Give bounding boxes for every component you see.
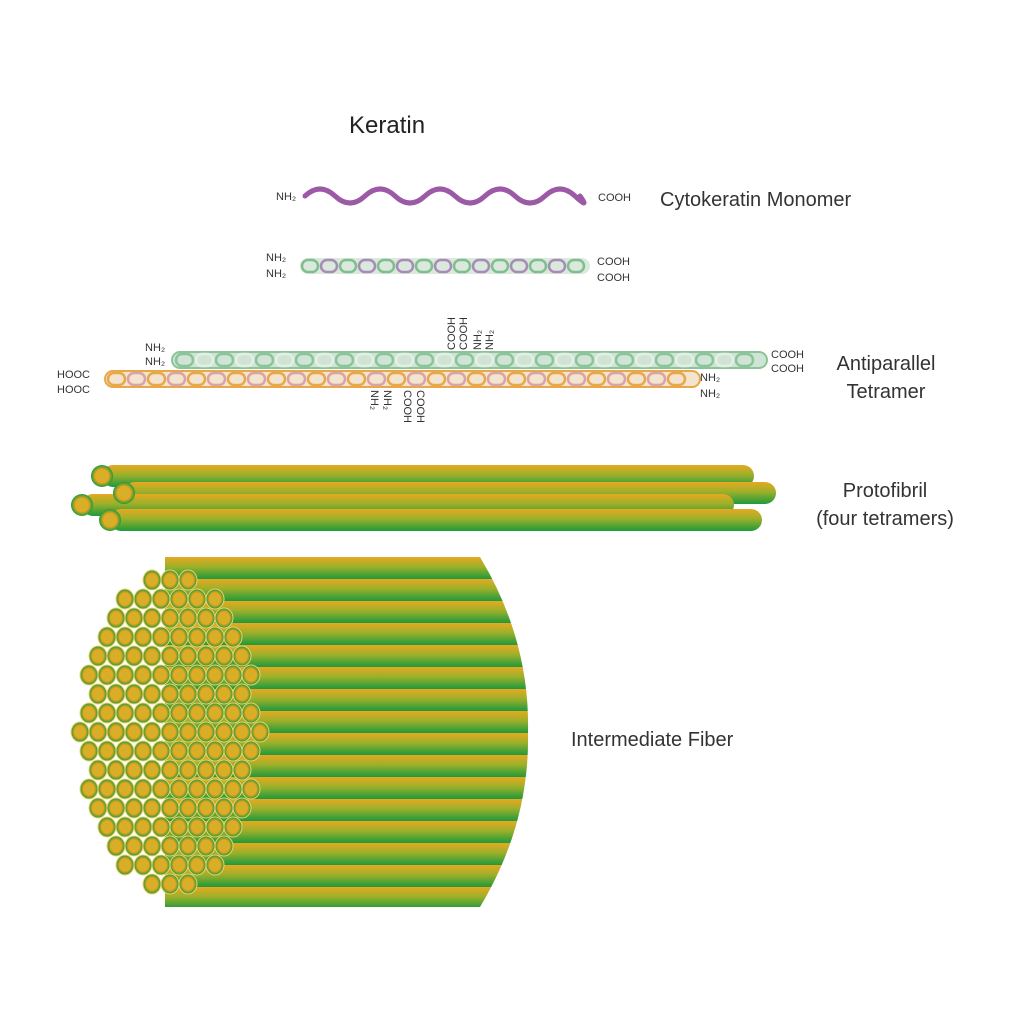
tetramer-mid-top-4: NH₂	[484, 329, 496, 350]
tetramer-label-line2: Tetramer	[846, 381, 926, 403]
tetramer-mid-bottom-3: COOH	[401, 390, 413, 423]
tetramer-bottom-dimer	[104, 370, 701, 388]
fiber-label: Intermediate Fiber	[571, 729, 734, 751]
tetramer-top-dimer	[171, 351, 768, 369]
dimer-coil	[300, 258, 590, 274]
tetramer-label: Antiparallel Tetramer	[826, 350, 946, 406]
tetramer-top-right-1: COOH	[771, 349, 804, 361]
tetramer-top-left-1: NH₂	[145, 342, 166, 354]
monomer-c-terminus: COOH	[598, 192, 631, 204]
tetramer-mid-bottom-2: NH₂	[381, 390, 393, 411]
tetramer-bottom-right-1: NH₂	[700, 372, 721, 384]
tetramer-top-right-2: COOH	[771, 363, 804, 375]
tetramer-bottom-left-2: HOOC	[57, 384, 90, 396]
tetramer-mid-bottom-4: COOH	[414, 390, 426, 423]
monomer-strand	[302, 186, 587, 206]
tetramer-mid-bottom-1: NH₂	[368, 390, 380, 411]
tetramer-label-line1: Antiparallel	[836, 353, 936, 375]
protofibril-rods	[71, 465, 776, 531]
dimer-n-terminus-1: NH₂	[266, 252, 287, 264]
tetramer-mid-top-3: NH₂	[472, 329, 484, 350]
tetramer-top-left-2: NH₂	[145, 356, 166, 368]
tetramer-mid-top-1: COOH	[446, 317, 458, 350]
tetramer-mid-top-2: COOH	[458, 317, 470, 350]
protofibril-label-line2: (four tetramers)	[816, 508, 954, 530]
dimer-c-terminus-1: COOH	[597, 256, 630, 268]
tetramer-bottom-left-1: HOOC	[57, 369, 90, 381]
monomer-n-terminus: NH₂	[276, 191, 297, 203]
protofibril-label: Protofibril (four tetramers)	[800, 477, 970, 533]
dimer-n-terminus-2: NH₂	[266, 268, 287, 280]
dimer-c-terminus-2: COOH	[597, 272, 630, 284]
intermediate-fiber	[70, 557, 529, 907]
diagram-title: Keratin	[349, 112, 426, 139]
tetramer-bottom-right-2: NH₂	[700, 388, 721, 400]
monomer-label: Cytokeratin Monomer	[660, 189, 852, 211]
protofibril-label-line1: Protofibril	[842, 480, 928, 502]
